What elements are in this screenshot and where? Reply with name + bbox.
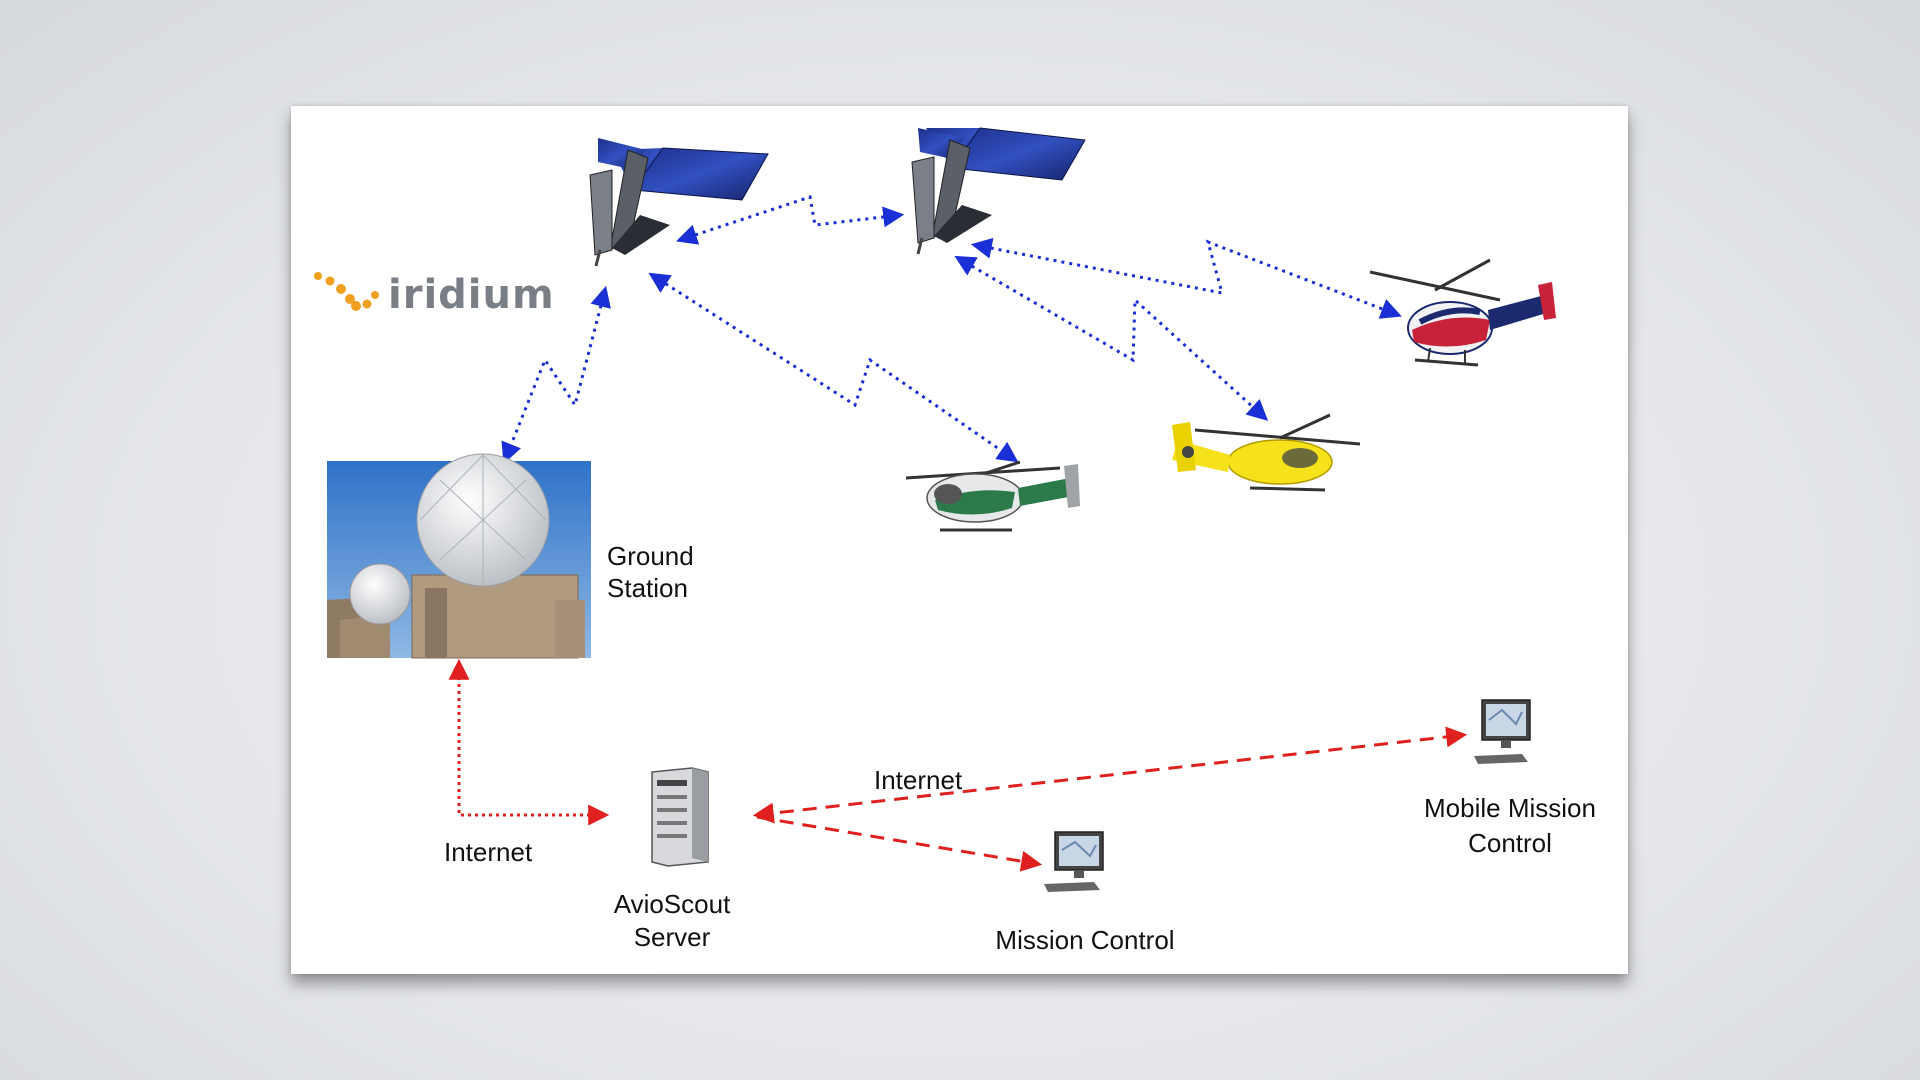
helicopter-green-icon [905, 460, 1080, 532]
logo-dots-icon [314, 272, 379, 311]
link-server-mission-control [756, 815, 1043, 872]
internet-label: Internet [874, 765, 963, 795]
helicopter-yellow-icon [1172, 413, 1361, 492]
satellite-links [501, 195, 1402, 464]
link-ground-server [448, 658, 610, 826]
internet-links [448, 658, 1468, 872]
link-sat1-ground [501, 285, 611, 464]
logo-text: iridium [388, 272, 555, 318]
ground-station-label: Ground [607, 541, 694, 571]
server-icon [651, 767, 709, 867]
link-sat1-sat2 [676, 195, 905, 245]
mission-control-label: Mission Control [995, 925, 1174, 955]
link-server-mobile-mission-control [752, 726, 1468, 824]
internet-label: Internet [444, 837, 533, 867]
helicopter-red-icon [1369, 258, 1556, 367]
iridium-logo: iridium [314, 272, 555, 318]
link-sat1-heli-green [648, 272, 1019, 463]
satellite-icon [911, 127, 1086, 255]
link-sat2-heli-yellow [954, 255, 1269, 421]
computer-icon [1044, 831, 1104, 892]
server-label: AvioScout [614, 889, 731, 919]
satellite-icon [589, 138, 769, 267]
link-sat2-heli-red [970, 237, 1402, 319]
ground-station-label: Station [607, 573, 688, 603]
mobile-mission-control-label: Control [1468, 828, 1552, 858]
server-label: Server [634, 922, 711, 952]
computer-icon [1474, 699, 1531, 764]
mobile-mission-control-label: Mobile Mission [1424, 793, 1596, 823]
ground-station-image [327, 453, 591, 659]
